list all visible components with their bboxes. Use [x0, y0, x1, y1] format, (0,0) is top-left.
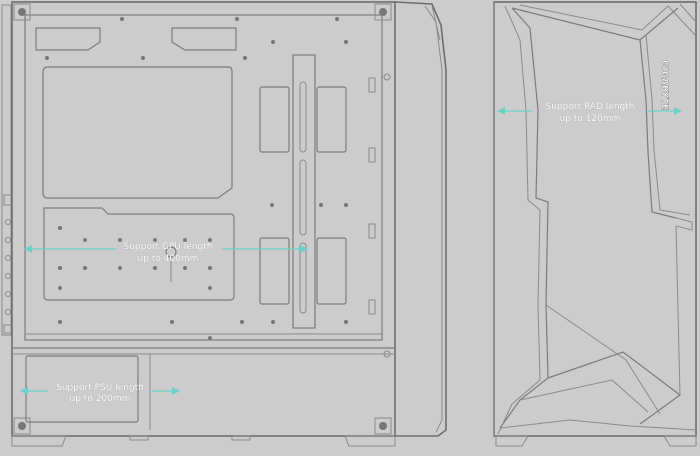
- inner-panel: [24, 14, 383, 341]
- front-view: GIGABYTE Support RAD length up to 120mm: [493, 1, 697, 447]
- facet-left: [499, 7, 549, 429]
- brand-logo: GIGABYTE: [659, 60, 669, 110]
- rad-length-label-line2: up to 120mm: [560, 114, 621, 124]
- gpu-length-label-line2: up to 400mm: [138, 254, 199, 264]
- mount-holes: [45, 17, 348, 340]
- case-feet: [11, 435, 396, 447]
- gpu-length-arrow: [24, 245, 308, 253]
- rear-io-strip: [1, 4, 12, 336]
- psu-length-label-line1: Support PSU length: [56, 383, 144, 393]
- top-cutout-left: [35, 27, 101, 51]
- top-cutout-right: [171, 27, 237, 51]
- motherboard-tray: [43, 207, 235, 301]
- front-tabs: [368, 73, 391, 358]
- rad-length-arrow: [497, 107, 682, 115]
- grommets: [259, 86, 347, 305]
- cpu-cutout: [42, 66, 233, 199]
- facet-right: [639, 39, 677, 219]
- psu-length-label-line2: up to 200mm: [70, 394, 131, 404]
- side-view: Support GPU length up to 400mm Support P…: [1, 1, 447, 447]
- front-feet: [495, 435, 697, 447]
- case-body: [11, 1, 396, 437]
- rad-length-label-line1: Support RAD length: [546, 102, 635, 112]
- psu-length-arrow: [20, 387, 180, 395]
- front-panel-profile: [394, 1, 447, 437]
- cable-rail: [292, 54, 316, 329]
- corner-screws: [13, 3, 392, 435]
- gpu-length-label-line1: Support GPU length: [124, 242, 213, 252]
- rear-ports: [3, 194, 12, 334]
